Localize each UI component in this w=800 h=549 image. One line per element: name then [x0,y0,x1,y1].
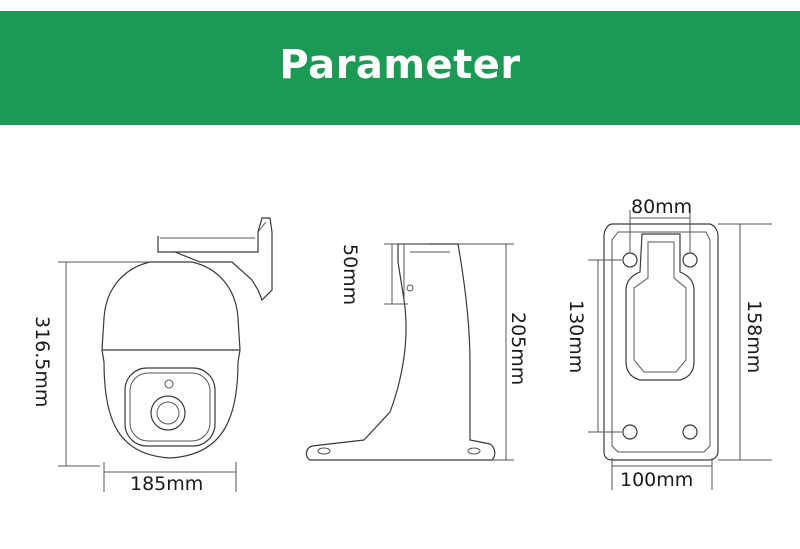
mount-hole-spacing-label: 80mm [631,196,692,218]
camera-view [58,217,273,492]
camera-lens-window [124,367,216,447]
banner-title: Parameter [279,42,521,88]
camera-bracket-arm [157,217,273,302]
mount-hole-bottom-right [682,424,698,440]
bracket-top-label: 50mm [339,244,361,305]
mount-hole-vertical-label: 130mm [565,300,587,373]
camera-width-label: 185mm [130,473,203,495]
camera-height-label: 316.5mm [31,316,53,407]
mount-plate-outline [603,223,719,461]
parameter-banner: Parameter [0,11,800,125]
mount-plate-height-label: 158mm [743,300,765,373]
mount-hole-top-right [682,252,698,268]
mount-hole-bottom-left [622,424,638,440]
camera-lens [150,395,186,431]
top-strip [0,0,800,11]
bracket-body [305,243,496,461]
camera-housing [101,349,241,459]
camera-dome-top [101,261,241,351]
mount-plate-width-label: 100mm [620,469,693,491]
bracket-height-label: 205mm [507,312,529,385]
mount-plate-window [625,233,695,381]
mount-hole-top-left [622,252,638,268]
bracket-view [305,243,514,461]
mount-plate-view [588,210,772,490]
